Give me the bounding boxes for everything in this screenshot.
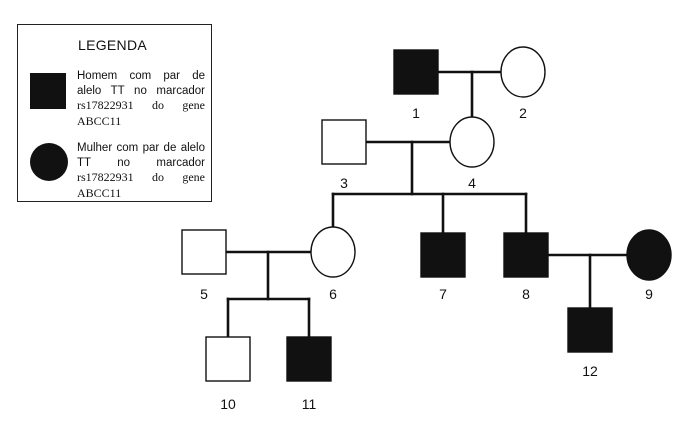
individual-6-label: 6 [329,286,337,302]
legend-female-text: Mulher com par de alelo TT no marcador r… [77,141,205,201]
individual-8-label: 8 [522,286,530,302]
individual-5-label: 5 [200,286,208,302]
individual-10-label: 10 [220,396,236,412]
individual-8-male-square [503,232,549,278]
legend-male-text-line1: Homem com par de alelo TT no marcador [77,70,205,97]
individual-7-label: 7 [439,286,447,302]
legend-male-text-line2: rs17822931 do gene ABCC11 [77,98,205,128]
individual-10-male-square [205,336,251,382]
individual-7-male-square [420,232,466,278]
individual-2-female-circle [500,46,546,98]
individual-5-male-square [181,229,227,275]
legend-female-text-line1: Mulher com par de alelo TT no marcador [77,142,205,169]
individual-1-label: 1 [412,105,420,121]
individual-11-label: 11 [302,396,317,412]
individual-2-label: 2 [519,105,527,121]
individual-3-label: 3 [340,175,348,191]
individual-12-male-square [567,307,613,353]
legend-male-affected-symbol [30,73,66,109]
legend-box: LEGENDA Homem com par de alelo TT no mar… [17,24,212,202]
individual-1-male-square [393,49,439,95]
individual-4-female-circle [449,116,495,168]
individual-12-label: 12 [582,363,598,379]
individual-3-male-square [321,119,367,165]
legend-title: LEGENDA [78,37,148,53]
legend-female-affected-symbol [30,143,68,181]
individual-4-label: 4 [468,175,476,191]
individual-11-male-square [286,336,332,382]
legend-female-text-line2: rs17822931 do gene ABCC11 [77,170,205,200]
legend-male-text: Homem com par de alelo TT no marcador rs… [77,69,205,129]
individual-9-female-circle [626,229,672,281]
individual-6-female-circle [310,226,356,278]
individual-9-label: 9 [645,286,653,302]
